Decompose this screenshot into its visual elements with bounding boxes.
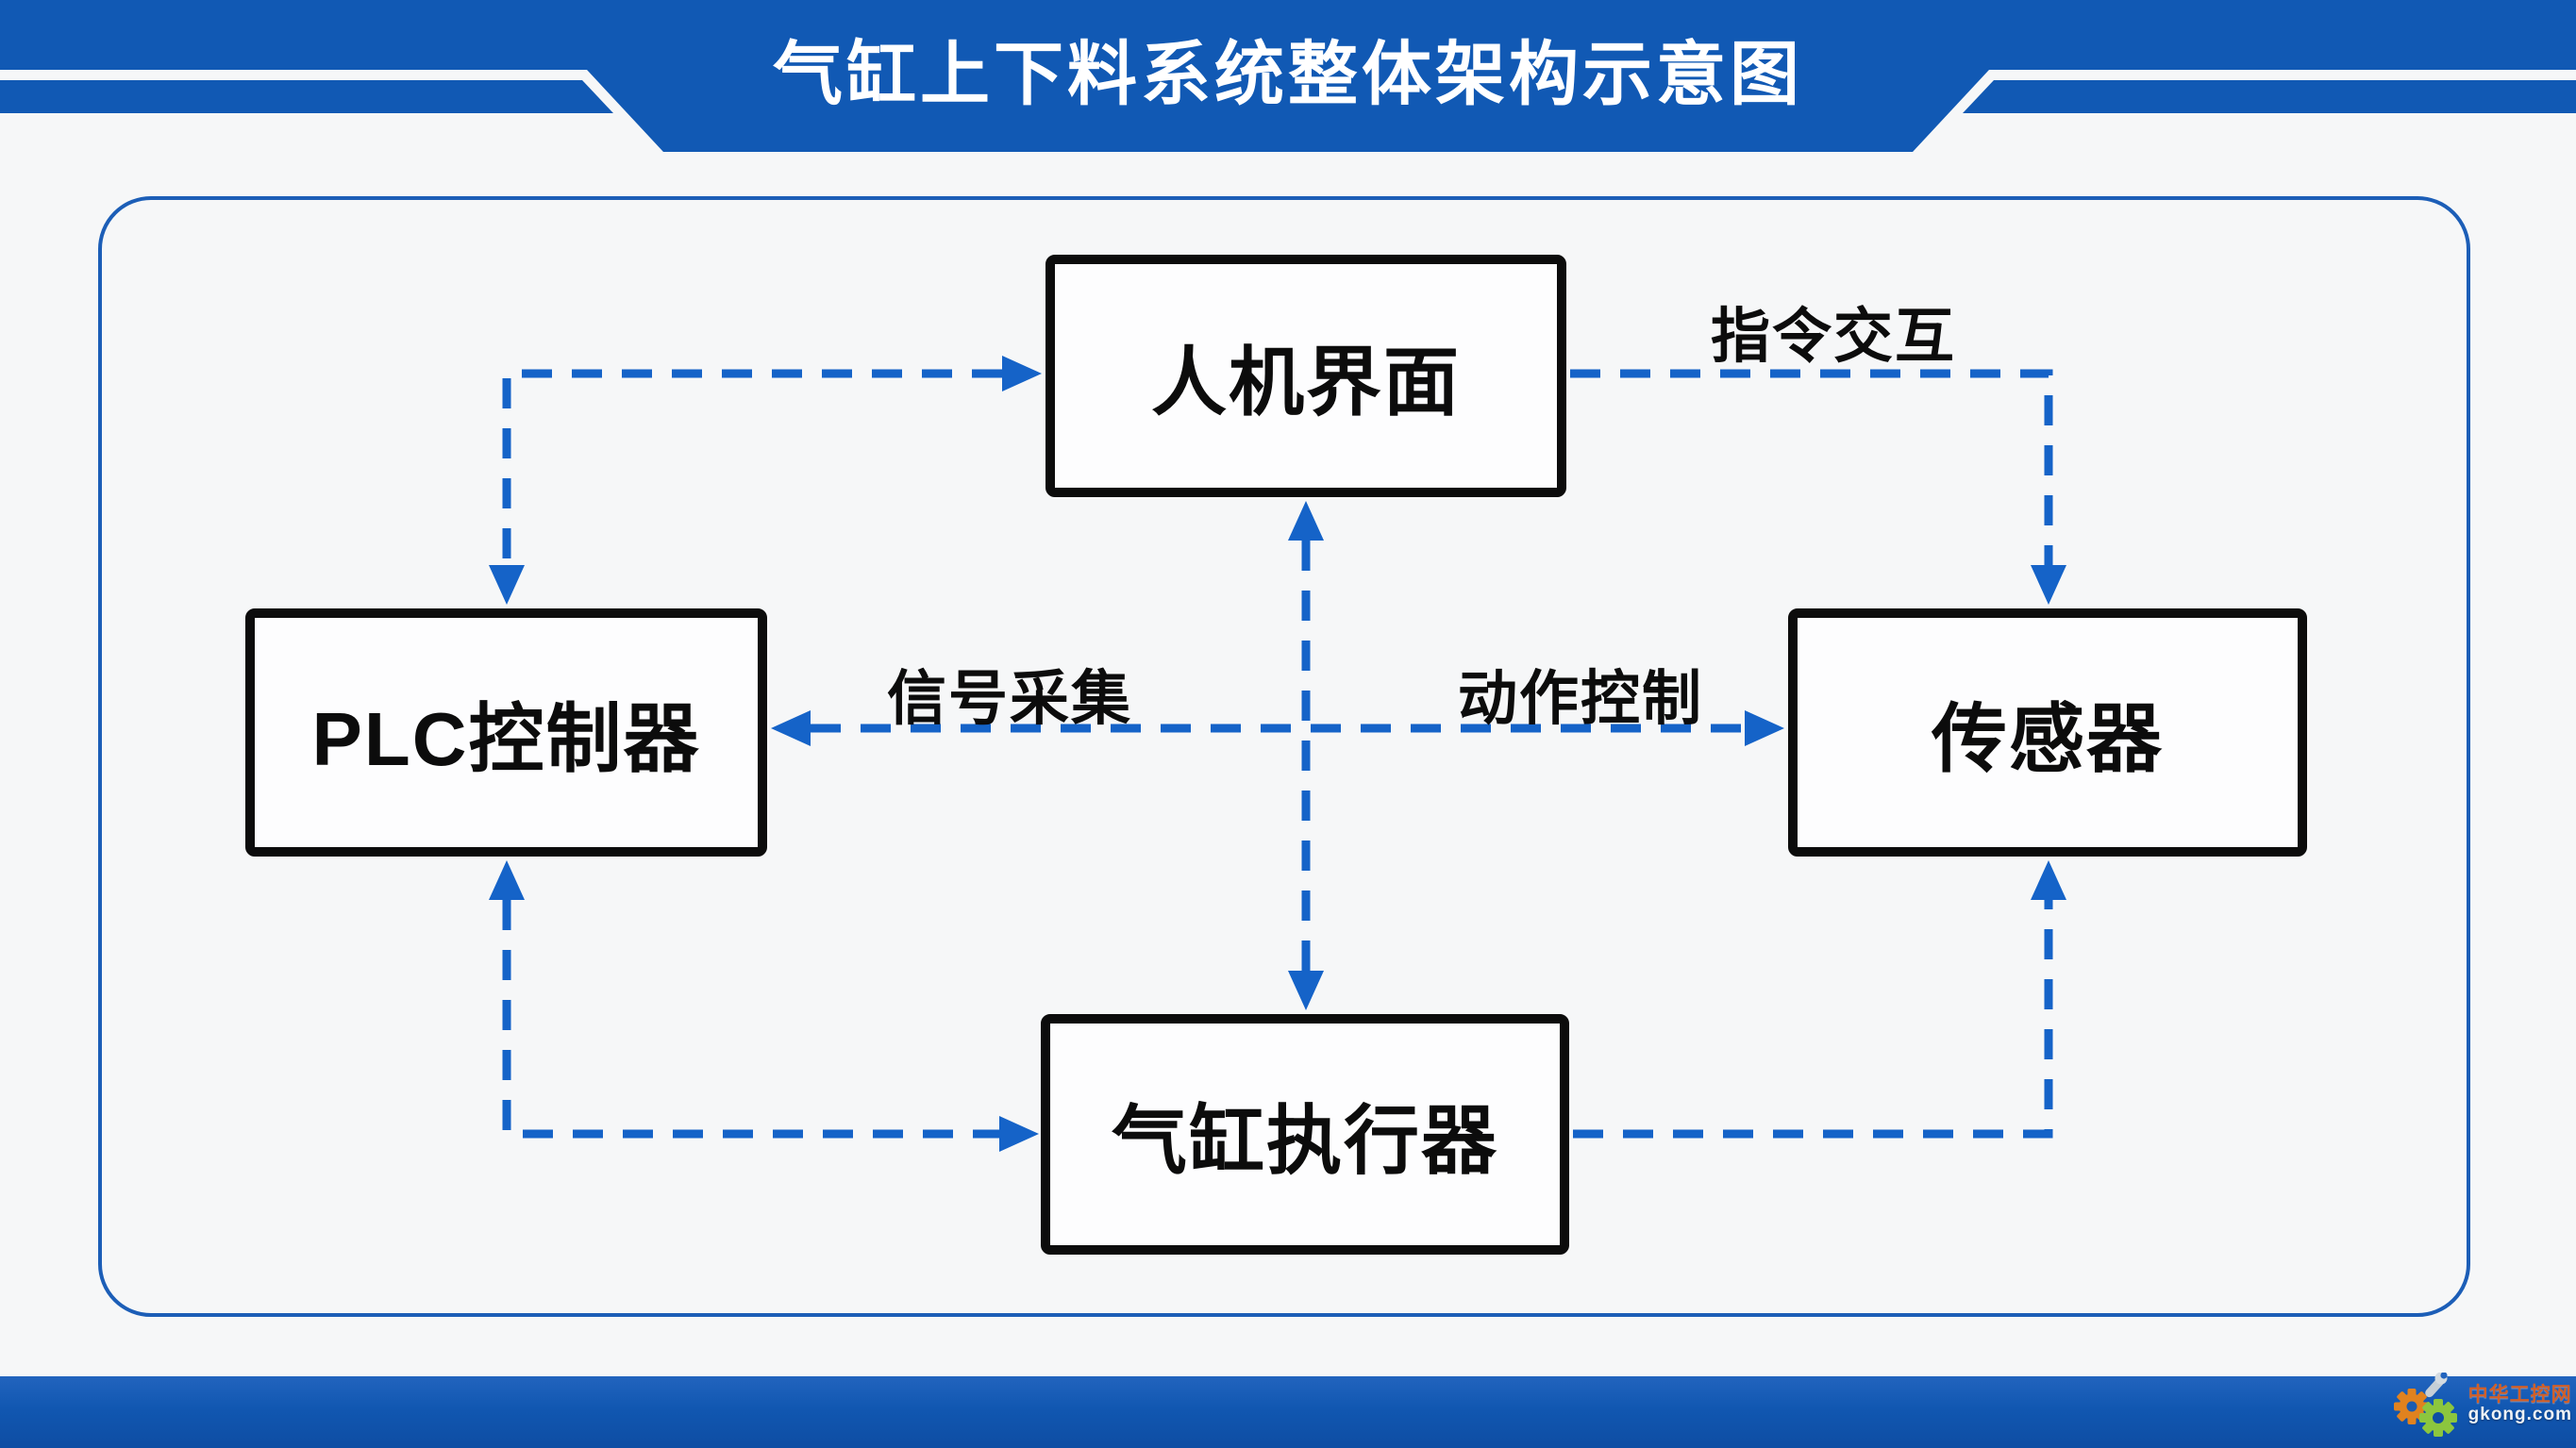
watermark: 中华工控网 gkong.com xyxy=(2389,1373,2572,1437)
banner-left-bar xyxy=(0,80,613,113)
node-plc: PLC控制器 xyxy=(245,608,767,857)
arrowhead-into-sensor-left xyxy=(1745,710,1784,746)
arrowhead-into-sensor-top xyxy=(2031,565,2066,605)
node-sensor-label: 传感器 xyxy=(1932,696,2164,781)
watermark-site-name: 中华工控网 xyxy=(2467,1384,2572,1406)
node-hmi-label: 人机界面 xyxy=(1151,340,1461,424)
arrowhead-into-cylinder-top xyxy=(1288,971,1324,1010)
wrench-icon xyxy=(2424,1373,2448,1398)
watermark-site-url: gkong.com xyxy=(2467,1405,2572,1425)
gear-orange-icon xyxy=(2393,1389,2430,1424)
connector-hmi-sensor xyxy=(1570,369,2053,567)
page-title: 气缸上下料系统整体架构示意图 xyxy=(773,35,1803,113)
connector-plc-hmi xyxy=(502,369,1002,567)
arrowhead-into-hmi-bottom xyxy=(1288,501,1324,541)
banner-top-band xyxy=(0,0,2576,70)
arrowhead-into-plc-bottom xyxy=(489,860,525,900)
diagram-frame xyxy=(98,196,2470,1317)
watermark-text: 中华工控网 gkong.com xyxy=(2467,1384,2572,1425)
node-cylinder-label: 气缸执行器 xyxy=(1112,1098,1498,1183)
node-cylinder: 气缸执行器 xyxy=(1041,1014,1569,1255)
node-hmi: 人机界面 xyxy=(1045,255,1566,497)
header-banner xyxy=(0,0,2576,152)
arrowhead-into-cylinder-left xyxy=(999,1116,1039,1152)
gears-logo-icon xyxy=(2393,1373,2457,1437)
arrowhead-into-plc-right xyxy=(771,710,811,746)
node-plc-label: PLC控制器 xyxy=(311,696,701,781)
arrowhead-into-plc-top xyxy=(489,565,525,605)
arrowhead-into-sensor-bottom xyxy=(2031,860,2066,900)
banner-center-tab xyxy=(587,70,1989,152)
banner-right-bar xyxy=(1963,80,2576,113)
edge-label-action: 动作控制 xyxy=(1458,666,1703,732)
edge-label-signal: 信号采集 xyxy=(887,666,1132,732)
connector-cylinder-sensor xyxy=(1573,900,2053,1139)
footer-bar xyxy=(0,1376,2576,1448)
node-sensor: 传感器 xyxy=(1788,608,2307,857)
arrowhead-into-hmi-left xyxy=(1002,356,1042,391)
edge-label-command: 指令交互 xyxy=(1711,304,1956,370)
connector-plc-cylinder xyxy=(502,900,999,1139)
gear-green-icon xyxy=(2418,1399,2457,1437)
